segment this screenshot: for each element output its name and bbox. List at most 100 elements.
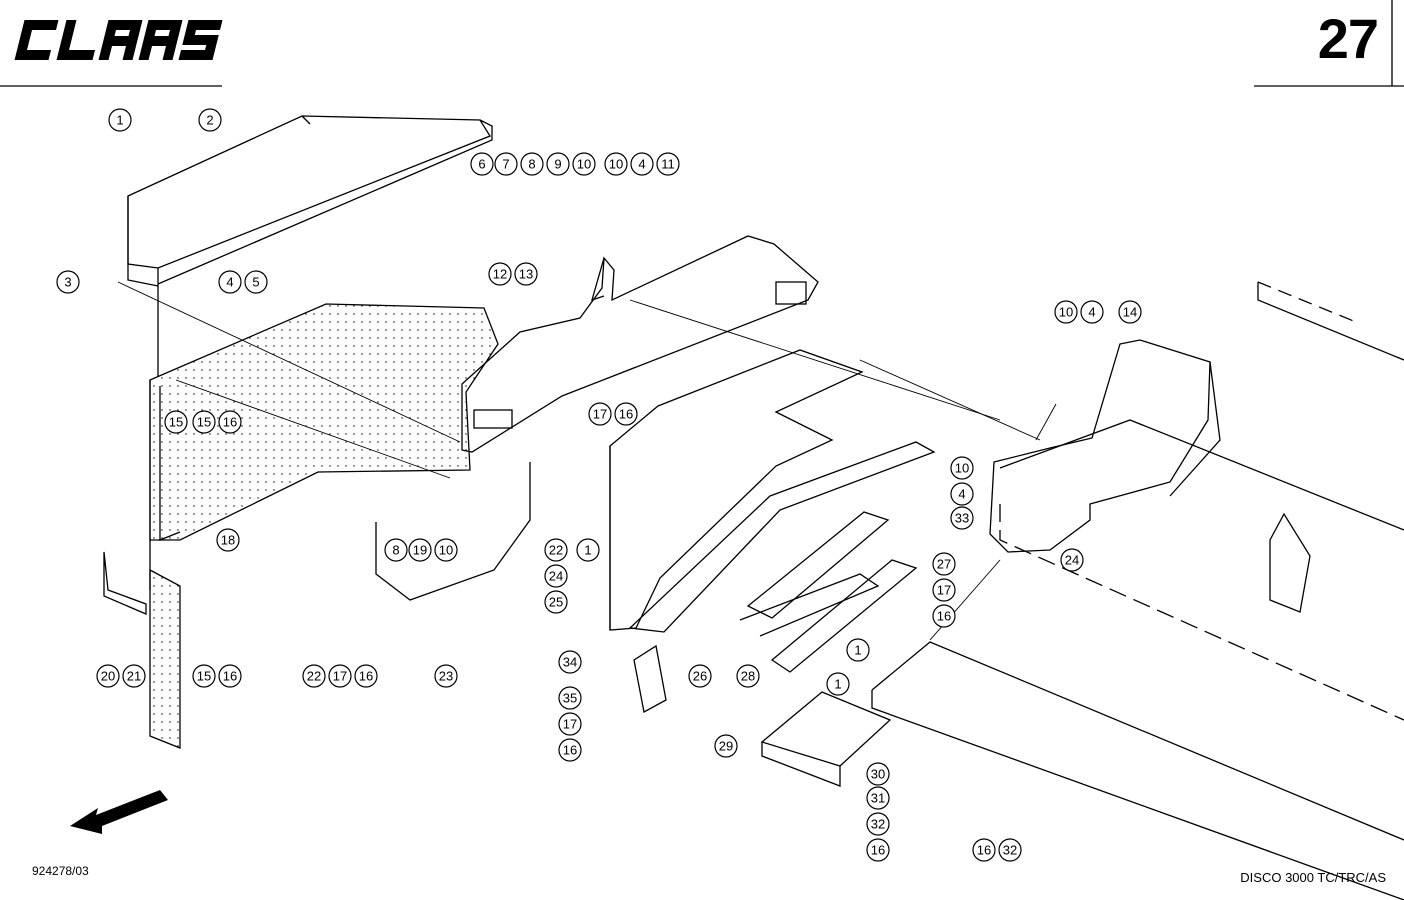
callout-circle	[108, 108, 132, 132]
callout-label: 4	[958, 487, 965, 502]
callout-circle	[866, 838, 890, 862]
callout-label: 10	[609, 157, 623, 172]
callout-6: 6	[470, 152, 494, 176]
callout-label: 34	[563, 655, 577, 670]
callout-circle	[826, 672, 850, 696]
arrow-icon	[70, 790, 168, 834]
callout-24: 24	[1060, 548, 1084, 572]
callout-1: 1	[846, 638, 870, 662]
callout-16: 16	[932, 604, 956, 628]
callout-label: 5	[252, 275, 259, 290]
page-number: 27	[1317, 7, 1379, 70]
claas-logo-graphic	[14, 20, 223, 60]
callout-circle	[866, 786, 890, 810]
callout-15: 15	[192, 410, 216, 434]
callout-label: 17	[563, 717, 577, 732]
callout-24: 24	[544, 564, 568, 588]
callout-3: 3	[56, 270, 80, 294]
callout-circle	[218, 410, 242, 434]
callout-4: 4	[950, 482, 974, 506]
callout-circle	[434, 538, 458, 562]
callout-label: 30	[871, 767, 885, 782]
model-name: DISCO 3000 TC/TRC/AS	[1240, 870, 1386, 885]
callout-circle	[544, 564, 568, 588]
callout-circle	[932, 552, 956, 576]
callout-circle	[192, 410, 216, 434]
callout-7: 7	[494, 152, 518, 176]
callout-15: 15	[192, 664, 216, 688]
callout-1: 1	[108, 108, 132, 132]
callout-circle	[354, 664, 378, 688]
callout-circle	[218, 270, 242, 294]
callout-label: 15	[169, 415, 183, 430]
callout-label: 19	[413, 543, 427, 558]
callout-circle	[164, 410, 188, 434]
callout-label: 15	[197, 415, 211, 430]
callout-16: 16	[972, 838, 996, 862]
callout-circle	[998, 838, 1022, 862]
callout-label: 31	[871, 791, 885, 806]
callout-4: 4	[218, 270, 242, 294]
callout-30: 30	[866, 762, 890, 786]
callout-circle	[198, 108, 222, 132]
top-cover-part	[127, 115, 493, 287]
callout-circle	[544, 590, 568, 614]
callout-label: 17	[593, 407, 607, 422]
callout-8: 8	[520, 152, 544, 176]
callout-circle	[218, 664, 242, 688]
callout-16: 16	[866, 838, 890, 862]
callout-circle	[488, 262, 512, 286]
callout-10: 10	[604, 152, 628, 176]
callout-22: 22	[302, 664, 326, 688]
callout-label: 24	[1065, 553, 1079, 568]
callout-label: 29	[719, 739, 733, 754]
callout-circle	[434, 664, 458, 688]
callout-13: 13	[514, 262, 538, 286]
callout-1: 1	[826, 672, 850, 696]
callout-4: 4	[1080, 300, 1104, 324]
callout-label: 4	[638, 157, 645, 172]
callout-label: 22	[549, 543, 563, 558]
callout-label: 11	[661, 157, 675, 172]
callout-label: 33	[955, 511, 969, 526]
callout-label: 9	[554, 157, 561, 172]
callout-label: 17	[937, 583, 951, 598]
callout-circle	[96, 664, 120, 688]
callout-label: 10	[577, 157, 591, 172]
callout-32: 32	[866, 812, 890, 836]
callout-9: 9	[546, 152, 570, 176]
callout-10: 10	[572, 152, 596, 176]
callout-35: 35	[558, 686, 582, 710]
mounting-bracket-29	[760, 691, 892, 787]
callout-circle	[558, 650, 582, 674]
callout-label: 16	[977, 843, 991, 858]
callout-label: 16	[223, 415, 237, 430]
callout-27: 27	[932, 552, 956, 576]
callout-circle	[604, 152, 628, 176]
callout-11: 11	[656, 152, 680, 176]
callout-label: 1	[834, 677, 841, 692]
callout-label: 17	[333, 669, 347, 684]
callout-4: 4	[630, 152, 654, 176]
callout-circle	[122, 664, 146, 688]
callout-16: 16	[614, 402, 638, 426]
bracket-34	[633, 644, 667, 713]
callout-label: 18	[221, 533, 235, 548]
callout-label: 1	[584, 543, 591, 558]
callout-26: 26	[688, 664, 712, 688]
callout-label: 12	[493, 267, 507, 282]
callout-label: 4	[1088, 305, 1095, 320]
support-bracket-part	[461, 235, 819, 453]
callout-label: 28	[741, 669, 755, 684]
callout-circle	[972, 838, 996, 862]
callout-label: 16	[619, 407, 633, 422]
callout-label: 16	[223, 669, 237, 684]
callout-circle	[866, 762, 890, 786]
callout-circle	[192, 664, 216, 688]
callout-label: 13	[519, 267, 533, 282]
callout-label: 16	[937, 609, 951, 624]
callout-label: 2	[206, 113, 213, 128]
callout-circle	[588, 402, 612, 426]
